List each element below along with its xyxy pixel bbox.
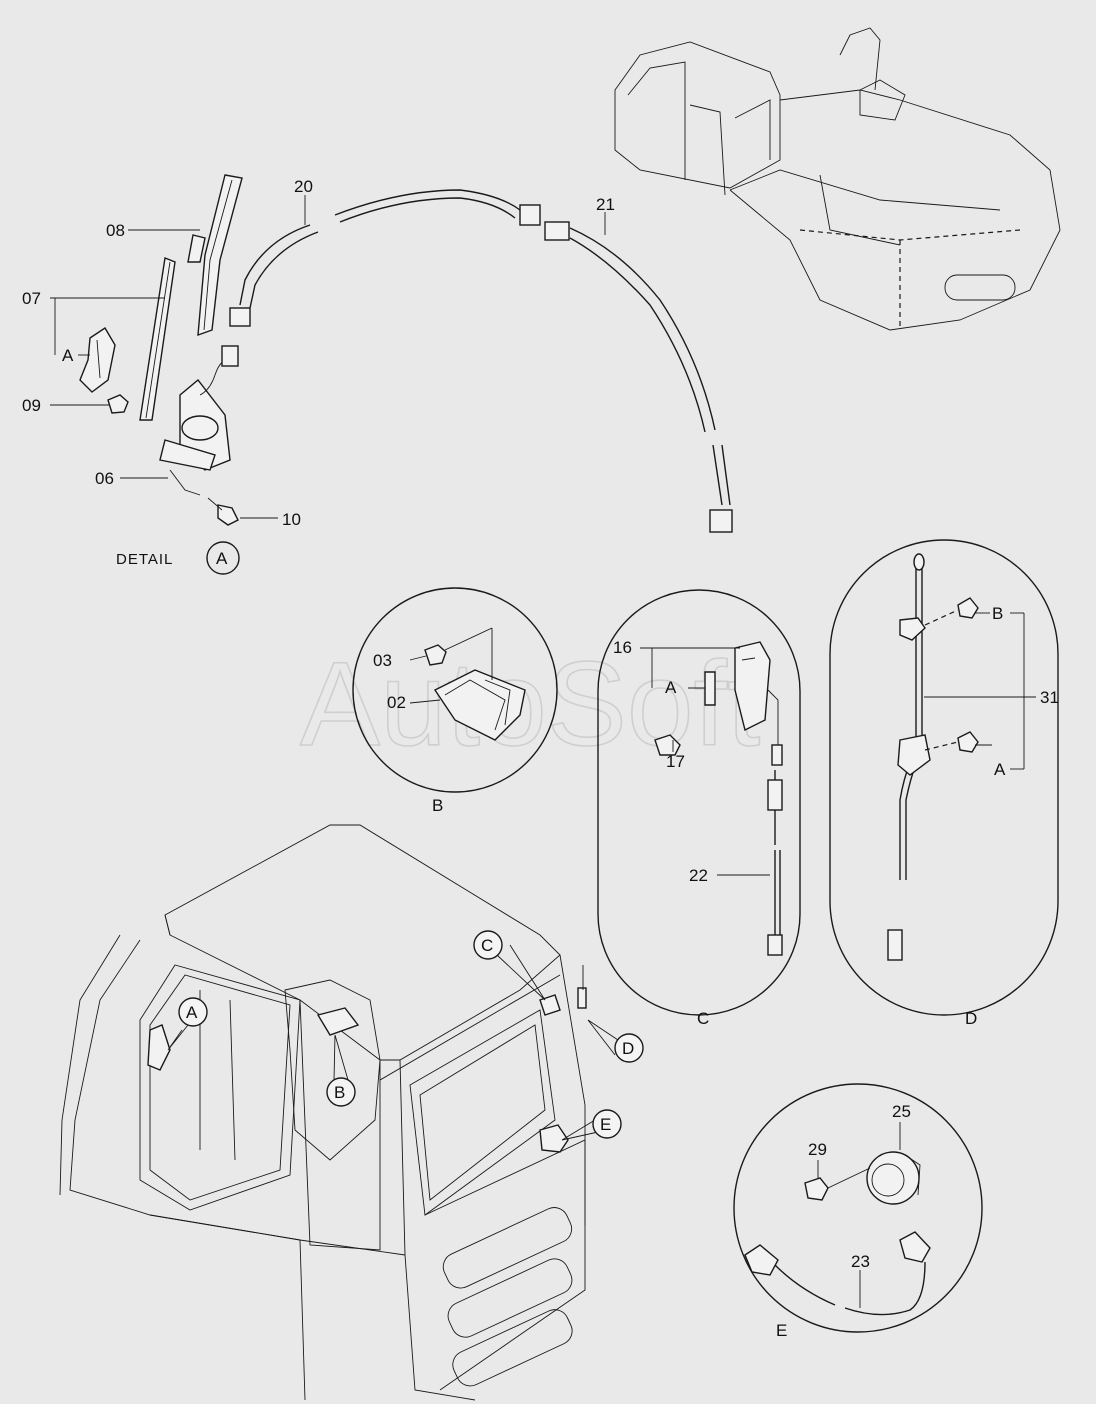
cab-callout-d: D	[587, 1019, 644, 1063]
view-c-work-light	[597, 589, 801, 1016]
cab-callout-c-label: C	[481, 936, 493, 955]
part-number-17: 17	[666, 752, 685, 771]
part-number-29: 29	[808, 1140, 827, 1159]
cab-callout-b-label: B	[334, 1083, 345, 1102]
cab-callout-a-label: A	[186, 1003, 198, 1022]
part-number-09: 09	[22, 396, 41, 415]
part-number-23: 23	[851, 1252, 870, 1271]
part-number-21: 21	[596, 195, 615, 214]
detail-id-circle	[206, 541, 240, 575]
detail-a-wiper-assembly	[79, 174, 243, 526]
detail-id-label: A	[216, 549, 228, 568]
cab-callout-e-label: E	[600, 1115, 611, 1134]
view-label-e: E	[776, 1321, 787, 1340]
detail-a-ref-label: A	[62, 346, 74, 365]
cab-callout-a: A	[167, 997, 208, 1051]
view-d-antenna	[829, 539, 1059, 1016]
part-number-07: 07	[22, 289, 41, 308]
view-b-dome-light	[352, 587, 558, 793]
detail-caption: DETAIL	[116, 551, 173, 568]
part-number-20: 20	[294, 177, 313, 196]
cab-callout-b: B	[326, 1034, 356, 1107]
part-number-03: 03	[373, 651, 392, 670]
view-label-d: D	[965, 1009, 977, 1028]
view-label-c: C	[697, 1009, 709, 1028]
harness-21	[544, 221, 733, 533]
part-number-16: 16	[613, 638, 632, 657]
view-d-ref-b: B	[992, 604, 1003, 623]
part-number-31: 31	[1040, 688, 1059, 707]
view-d-ref-a: A	[994, 760, 1006, 779]
part-number-25: 25	[892, 1102, 911, 1121]
part-number-22: 22	[689, 866, 708, 885]
excavator-illustration	[614, 27, 1061, 331]
view-e-speaker	[733, 1083, 983, 1333]
part-number-02: 02	[387, 693, 406, 712]
part-number-06: 06	[95, 469, 114, 488]
view-c-ref-a: A	[665, 678, 677, 697]
view-label-b: B	[432, 796, 443, 815]
part-number-10: 10	[282, 510, 301, 529]
detail-a-leaders	[50, 195, 606, 519]
cab-callout-c: C	[473, 930, 546, 1001]
cab-illustration	[59, 824, 587, 1401]
cab-callout-d-label: D	[622, 1039, 634, 1058]
watermark: AutoSoft	[300, 637, 760, 771]
cab-callout-e: E	[561, 1109, 622, 1141]
part-number-08: 08	[106, 221, 125, 240]
harness-20	[229, 189, 541, 327]
